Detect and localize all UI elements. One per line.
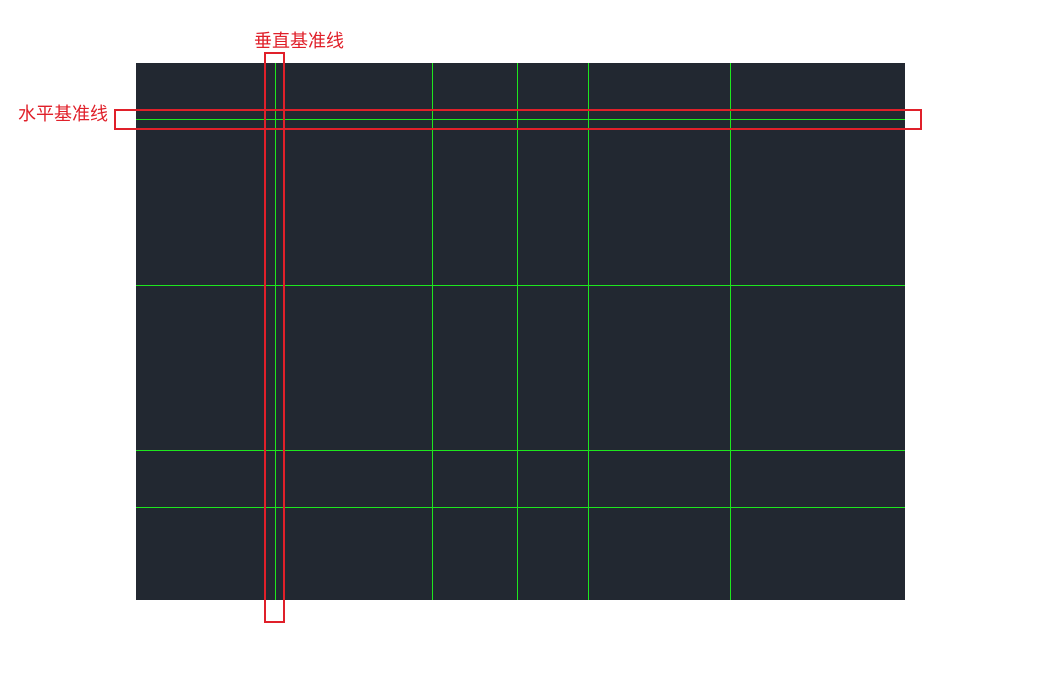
vertical-baseline-label: 垂直基准线	[254, 31, 344, 52]
vertical-baseline[interactable]	[275, 63, 276, 600]
horizontal-baseline-label: 水平基准线	[18, 104, 108, 125]
vertical-guide[interactable]	[588, 63, 589, 600]
vertical-guide[interactable]	[517, 63, 518, 600]
horizontal-guide[interactable]	[136, 450, 905, 451]
horizontal-guide[interactable]	[136, 507, 905, 508]
drawing-canvas[interactable]	[136, 63, 905, 600]
horizontal-guide[interactable]	[136, 285, 905, 286]
horizontal-baseline-highlight-box	[114, 109, 922, 130]
horizontal-baseline[interactable]	[136, 119, 905, 120]
vertical-guide[interactable]	[730, 63, 731, 600]
vertical-guide[interactable]	[432, 63, 433, 600]
vertical-baseline-highlight-box	[264, 52, 285, 623]
